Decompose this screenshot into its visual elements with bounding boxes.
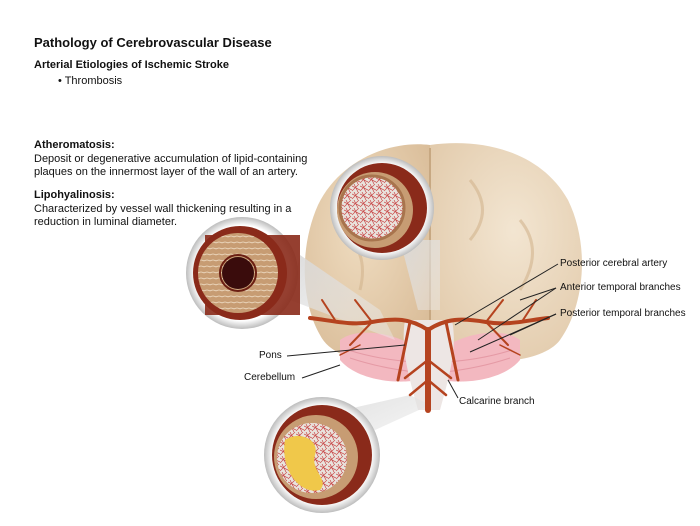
label-cerebellum: Cerebellum — [244, 372, 296, 383]
label-pons: Pons — [259, 350, 282, 361]
leader-lines — [286, 263, 559, 399]
lens-connector-top — [400, 240, 440, 310]
label-posterior-temporal-branches: Posterior temporal branches — [560, 308, 686, 319]
definition-lipohyalinosis: Characterized by vessel wall thickening … — [34, 203, 292, 228]
page-subtitle: Arterial Etiologies of Ischemic Stroke — [34, 59, 230, 71]
lens-thrombosis — [264, 397, 380, 513]
arterial-tree — [308, 299, 550, 413]
term-lipohyalinosis: Lipohyalinosis: — [34, 189, 115, 201]
label-posterior-cerebral-artery: Posterior cerebral artery — [560, 258, 668, 269]
lens-atheromatosis — [330, 156, 434, 260]
lens-lipohyalinosis — [186, 217, 300, 329]
label-anterior-temporal-branches: Anterior temporal branches — [560, 282, 681, 293]
bullet-thrombosis: • Thrombosis — [58, 75, 123, 87]
page-title: Pathology of Cerebrovascular Disease — [34, 35, 272, 50]
term-atheromatosis: Atheromatosis: — [34, 139, 115, 151]
definition-atheromatosis: Deposit or degenerative accumulation of … — [34, 153, 308, 178]
label-calcarine-branch: Calcarine branch — [459, 396, 535, 407]
